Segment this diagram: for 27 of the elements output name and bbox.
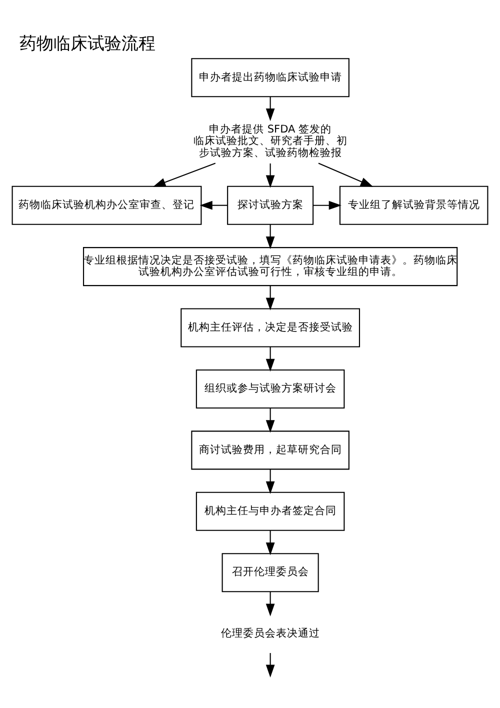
arrow <box>266 286 275 310</box>
node-box: 商讨试验费用，起草研究合同 <box>191 430 350 470</box>
arrow <box>266 96 275 122</box>
arrow <box>313 200 342 210</box>
arrow <box>266 346 275 372</box>
node-box: 机构主任与申办者签定合同 <box>196 492 345 531</box>
node-box: 专业组了解试验背景等情况 <box>339 186 488 225</box>
arrow <box>266 408 275 433</box>
arrow <box>266 224 275 250</box>
arrow <box>266 163 275 188</box>
node-box: 机构主任评估，决定是否接受试验 <box>180 308 360 348</box>
arrow <box>266 469 275 494</box>
arrow <box>152 162 216 187</box>
arrow <box>266 653 275 678</box>
arrow <box>266 530 275 556</box>
node-text: 申办者提供 SFDA 签发的临床试验批文、研究者手册、初步试验方案、试验药物检验报 <box>193 124 348 159</box>
arrow <box>318 162 374 187</box>
arrow <box>200 200 228 210</box>
node-box: 药物临床试验机构办公室审查、登记 <box>12 186 202 225</box>
node-box: 召开伦理委员会 <box>222 553 319 592</box>
diagram-title: 药物临床试验流程 <box>20 32 156 53</box>
node-box: 专业组根据情况决定是否接受试验，填写《药物临床试验申请表》。药物临床试验机构办公室评估试验可行性，审核专业组的申请。 <box>83 247 458 286</box>
node-box: 申办者提出药物临床试验申请 <box>191 58 350 98</box>
node-box: 探讨试验方案 <box>227 186 314 225</box>
arrow <box>266 592 275 616</box>
node-text: 伦理委员会表决通过 <box>220 627 320 640</box>
node-box: 组织或参与试验方案研讨会 <box>196 369 345 408</box>
